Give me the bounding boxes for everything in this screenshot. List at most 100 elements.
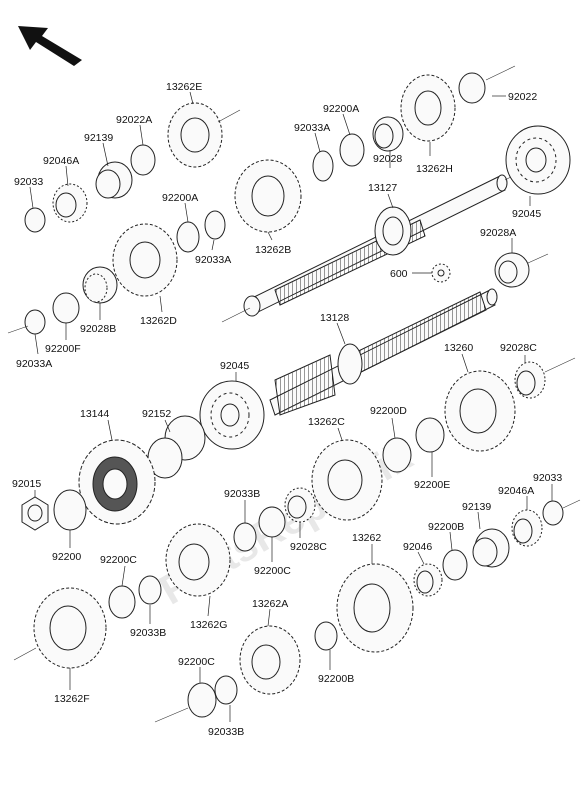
- collar-92139-right: [472, 528, 510, 568]
- shaft-13128: [269, 288, 498, 416]
- washer-92200: [53, 489, 87, 531]
- label-92046A: 92046A: [43, 155, 79, 167]
- bushing-92028: [372, 116, 404, 152]
- label-92033: 92033: [533, 472, 562, 484]
- circlip-92033-top: [24, 207, 46, 233]
- washer-92022: [458, 72, 486, 104]
- label-13262H: 13262H: [416, 163, 453, 175]
- gear-icon-600: [431, 263, 451, 283]
- label-13262A: 13262A: [252, 598, 288, 610]
- bearing-92028C-mid: [284, 487, 316, 523]
- label-92028B: 92028B: [80, 323, 116, 335]
- gear-13127-integral: [374, 206, 412, 256]
- label-13262B: 13262B: [255, 244, 291, 256]
- gear-13262H: [400, 74, 456, 142]
- label-92045: 92045: [220, 360, 249, 372]
- part-labels: 13262E 92022A 92139 92046A 92033 92200A …: [12, 81, 562, 738]
- sprocket-13144: [78, 439, 156, 525]
- label-92200C: 92200C: [178, 656, 215, 668]
- gear-13262F: [33, 587, 107, 669]
- gear-13262D: [112, 223, 178, 297]
- washer-92200D: [382, 437, 412, 473]
- bearing-92045-top: [505, 125, 571, 195]
- bearing-92046: [413, 563, 443, 597]
- washer-92200B-right: [442, 549, 468, 581]
- label-92045: 92045: [512, 208, 541, 220]
- label-92033A: 92033A: [195, 254, 231, 266]
- label-92028: 92028: [373, 153, 402, 165]
- label-92015: 92015: [12, 478, 41, 490]
- circlip-92033A-right: [312, 150, 334, 182]
- bearing-92028B: [82, 266, 118, 304]
- label-600: 600: [390, 268, 408, 280]
- gear-13262A: [239, 625, 301, 695]
- label-92200E: 92200E: [414, 479, 450, 491]
- label-92033: 92033: [14, 176, 43, 188]
- gear-13260: [444, 370, 516, 452]
- bearing-92028C-top: [514, 361, 546, 399]
- label-92200F: 92200F: [45, 343, 81, 355]
- label-92200: 92200: [52, 551, 81, 563]
- washer-92200C-mid: [258, 506, 286, 538]
- label-92200C: 92200C: [254, 565, 291, 577]
- bearing-92045-mid: [199, 380, 265, 450]
- gear-13262: [336, 563, 414, 653]
- shaft-13127: [243, 174, 508, 317]
- label-92028C: 92028C: [290, 541, 327, 553]
- bushing-92028A: [494, 252, 530, 288]
- label-92028C: 92028C: [500, 342, 537, 354]
- arrow-up-left-icon: [18, 26, 82, 66]
- nut-92015: [21, 496, 49, 531]
- label-92022A: 92022A: [116, 114, 152, 126]
- label-92028A: 92028A: [480, 227, 516, 239]
- label-13262C: 13262C: [308, 416, 345, 428]
- label-92152: 92152: [142, 408, 171, 420]
- label-13262F: 13262F: [54, 693, 90, 705]
- gear-13262B: [234, 159, 302, 233]
- label-92022: 92022: [508, 91, 537, 103]
- washer-92200F: [52, 292, 80, 324]
- label-13127: 13127: [368, 182, 397, 194]
- label-92033B: 92033B: [208, 726, 244, 738]
- washer-92200C-left: [108, 585, 136, 619]
- label-92033A: 92033A: [16, 358, 52, 370]
- washer-92200C-bottom: [187, 682, 217, 718]
- circlip-92033A-mid: [204, 210, 226, 240]
- collar-92152: [147, 415, 206, 479]
- circlip-92033B-bottom: [214, 675, 238, 705]
- circlip-92033A-left: [24, 309, 46, 335]
- gear-13262E: [167, 102, 223, 168]
- label-92200C: 92200C: [100, 554, 137, 566]
- label-13262G: 13262G: [190, 619, 227, 631]
- label-92033A: 92033A: [294, 122, 330, 134]
- bearing-92046A-right: [511, 509, 543, 547]
- label-13128: 13128: [320, 312, 349, 324]
- collar-92139-top: [95, 161, 133, 199]
- circlip-92033-right: [542, 500, 564, 526]
- leader-lines: [29, 91, 553, 722]
- washer-92022A: [130, 144, 156, 176]
- label-13260: 13260: [444, 342, 473, 354]
- label-92046A: 92046A: [498, 485, 534, 497]
- washer-92200E: [415, 417, 445, 453]
- label-13144: 13144: [80, 408, 109, 420]
- gear-13262G: [165, 523, 231, 597]
- label-92200B: 92200B: [428, 521, 464, 533]
- label-92139: 92139: [84, 132, 113, 144]
- gear-13262C: [311, 439, 383, 521]
- label-92200A: 92200A: [162, 192, 198, 204]
- label-13262D: 13262D: [140, 315, 177, 327]
- label-92033B: 92033B: [224, 488, 260, 500]
- label-92139: 92139: [462, 501, 491, 513]
- label-92200D: 92200D: [370, 405, 407, 417]
- washer-92200B-bottom: [314, 621, 338, 651]
- washer-92200A-right: [339, 133, 365, 167]
- label-13262E: 13262E: [166, 81, 202, 93]
- circlip-92033B-left: [138, 575, 162, 605]
- circlip-92033B-mid: [233, 522, 257, 552]
- label-92200A: 92200A: [323, 103, 359, 115]
- label-92033B: 92033B: [130, 627, 166, 639]
- bearing-92046A-top: [52, 183, 88, 223]
